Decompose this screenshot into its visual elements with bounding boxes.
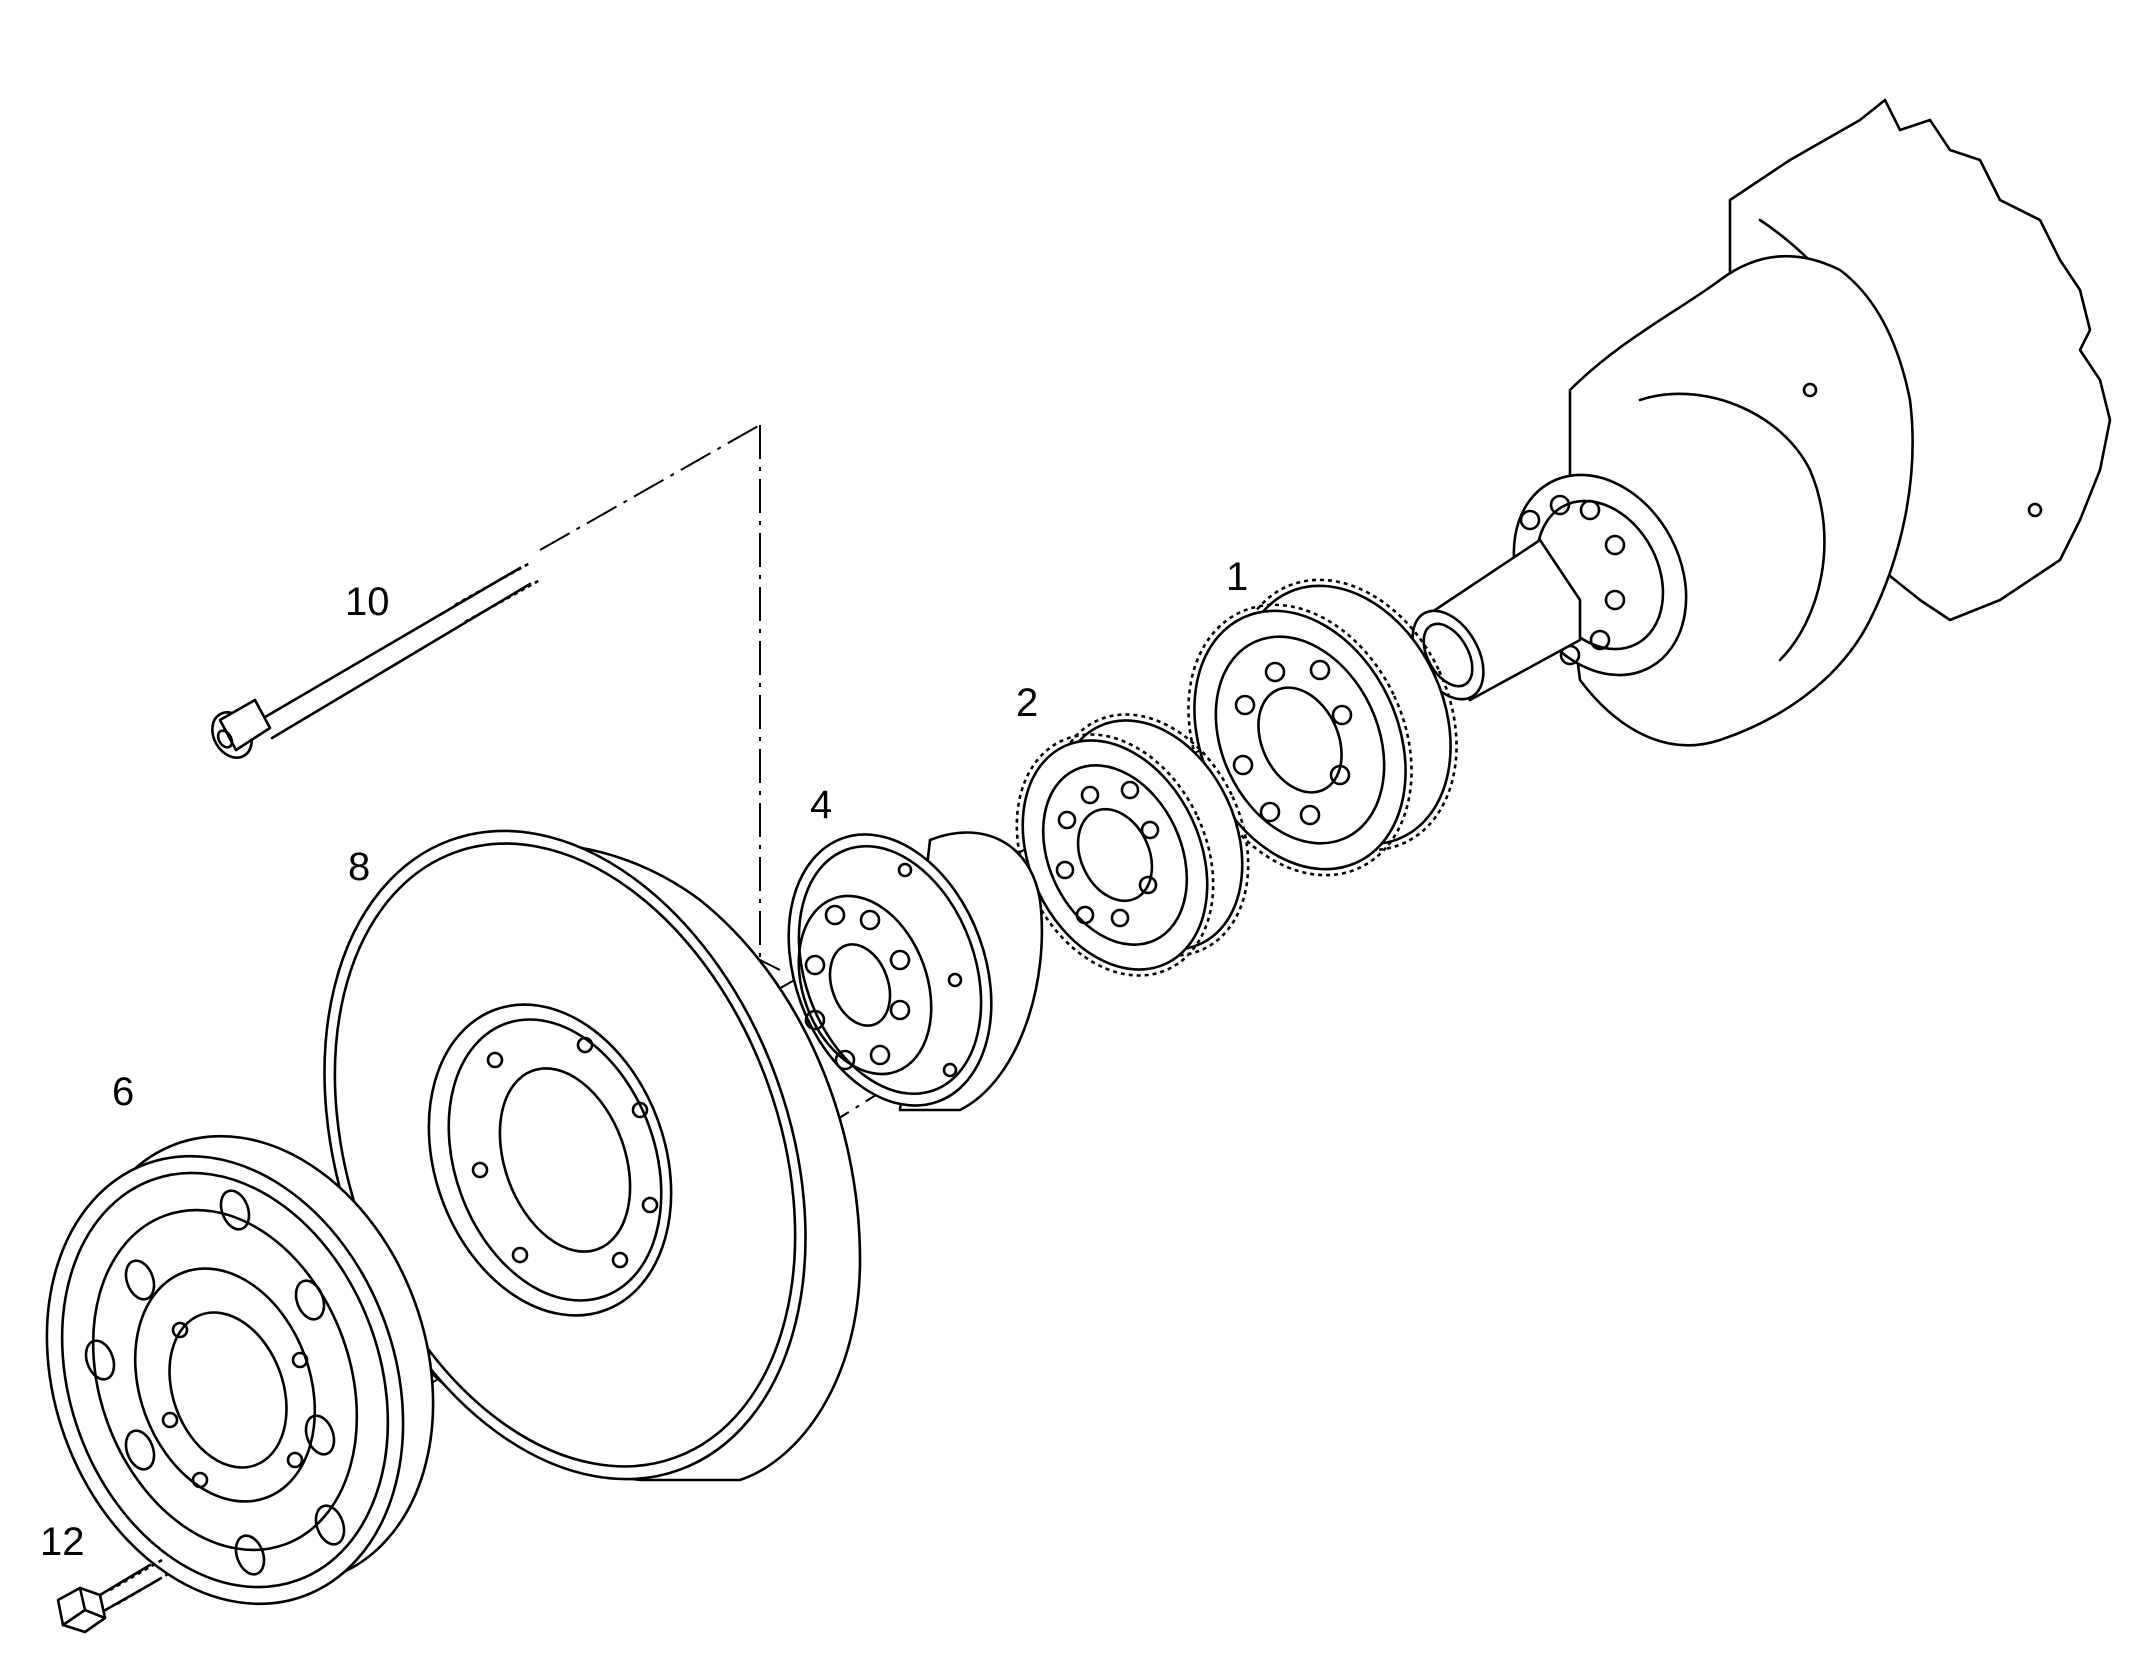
damper-8-icon xyxy=(323,829,862,1482)
bolt-10-icon xyxy=(211,561,541,759)
part-label-4: 4 xyxy=(810,783,832,827)
bolt-12-icon xyxy=(56,1558,169,1634)
hub-4-icon xyxy=(787,831,1044,1112)
pulley-6-icon xyxy=(45,1134,435,1606)
part-label-8: 8 xyxy=(348,845,370,889)
part-labels: 1 2 4 6 8 10 12 xyxy=(40,555,1248,1564)
part-label-12: 12 xyxy=(40,1520,85,1564)
gear-2-icon xyxy=(1015,713,1250,977)
part-label-6: 6 xyxy=(112,1070,134,1114)
part-label-2: 2 xyxy=(1016,681,1038,725)
part-label-10: 10 xyxy=(345,580,390,624)
crankshaft-icon xyxy=(1411,98,2112,747)
part-label-1: 1 xyxy=(1226,555,1248,599)
gear-1-icon xyxy=(1187,578,1458,877)
